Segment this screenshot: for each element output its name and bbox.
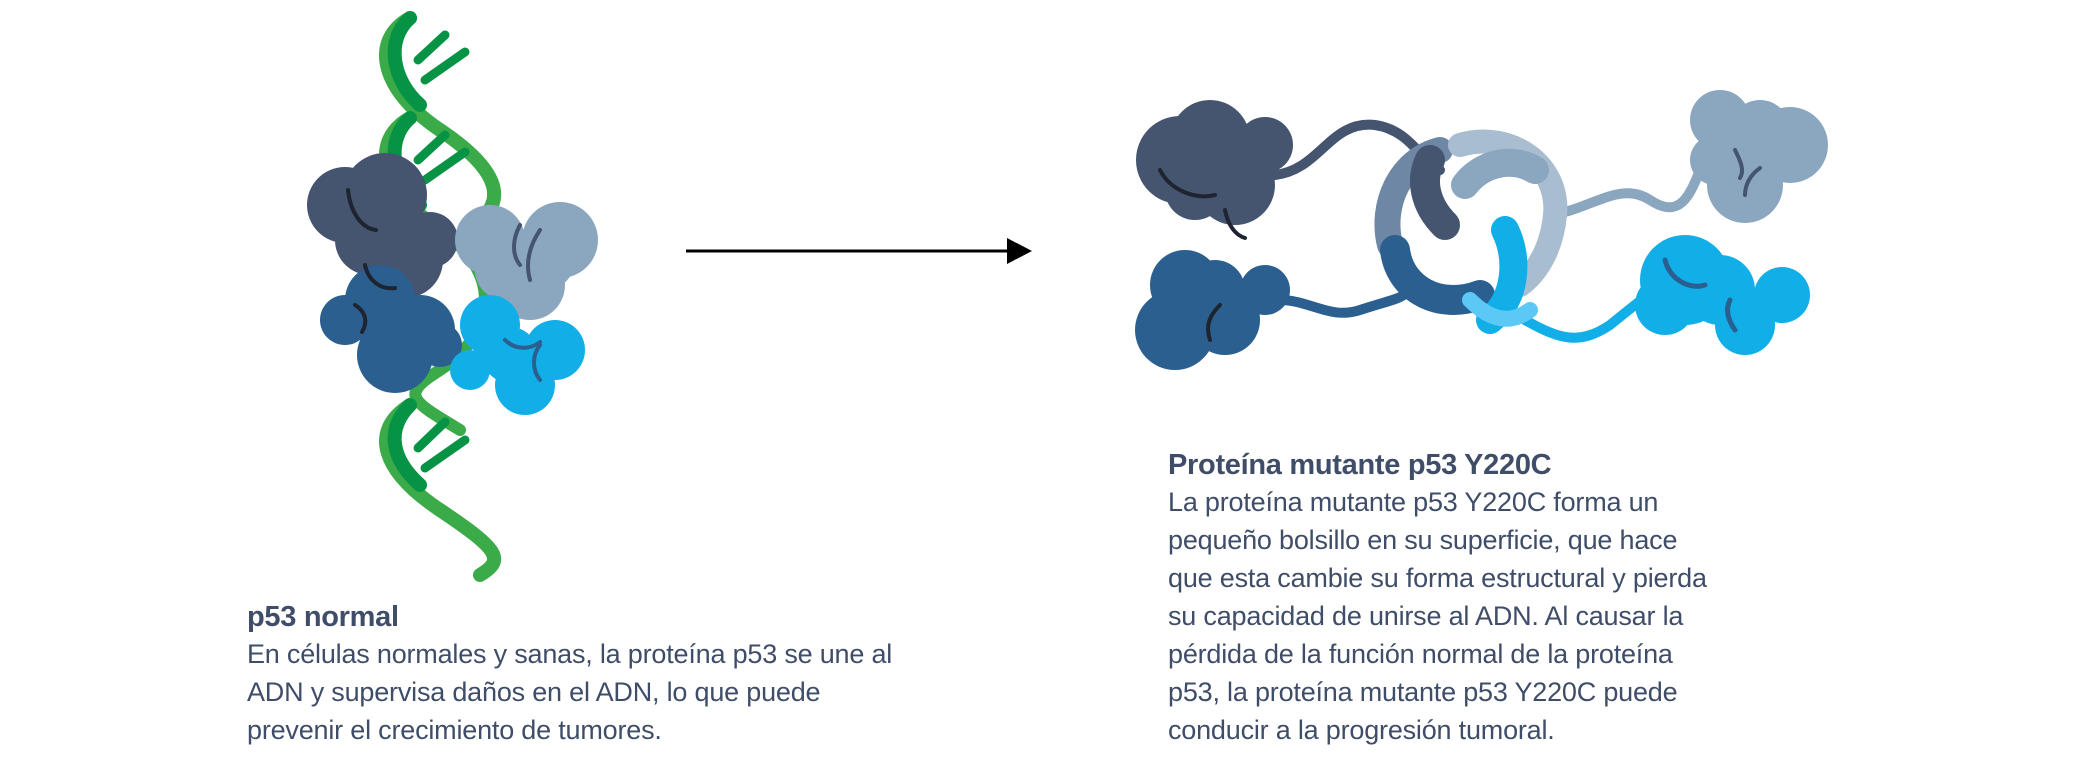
p53-tetramer-bound-icon (307, 153, 598, 415)
normal-p53-caption: p53 normal En células normales y sanas, … (247, 599, 1007, 749)
mutant-p53-line-4: su capacidad de unirse al ADN. Al causar… (1168, 601, 1684, 631)
mutant-p53-line-2: pequeño bolsillo en su superficie, que h… (1168, 525, 1678, 555)
mutant-p53-line-6: p53, la proteína mutante p53 Y220C puede (1168, 677, 1678, 707)
arrow-right-icon (686, 238, 1032, 264)
mutant-p53-line-3: que esta cambie su forma estructural y p… (1168, 563, 1707, 593)
mutant-p53-tetramer-icon (1135, 90, 1828, 370)
mutant-p53-line-5: pérdida de la función normal de la prote… (1168, 639, 1673, 669)
mutant-p53-line-7: conducir a la progresión tumoral. (1168, 715, 1555, 745)
normal-p53-line-3: prevenir el crecimiento de tumores. (247, 715, 662, 745)
mutant-p53-title: Proteína mutante p53 Y220C (1168, 449, 1552, 481)
normal-p53-title: p53 normal (247, 601, 399, 633)
normal-p53-line-2: ADN y supervisa daños en el ADN, lo que … (247, 677, 821, 707)
mutant-p53-caption: Proteína mutante p53 Y220C La proteína m… (1168, 447, 1808, 749)
normal-p53-line-1: En células normales y sanas, la proteína… (247, 639, 893, 669)
mutant-p53-line-1: La proteína mutante p53 Y220C forma un (1168, 487, 1659, 517)
